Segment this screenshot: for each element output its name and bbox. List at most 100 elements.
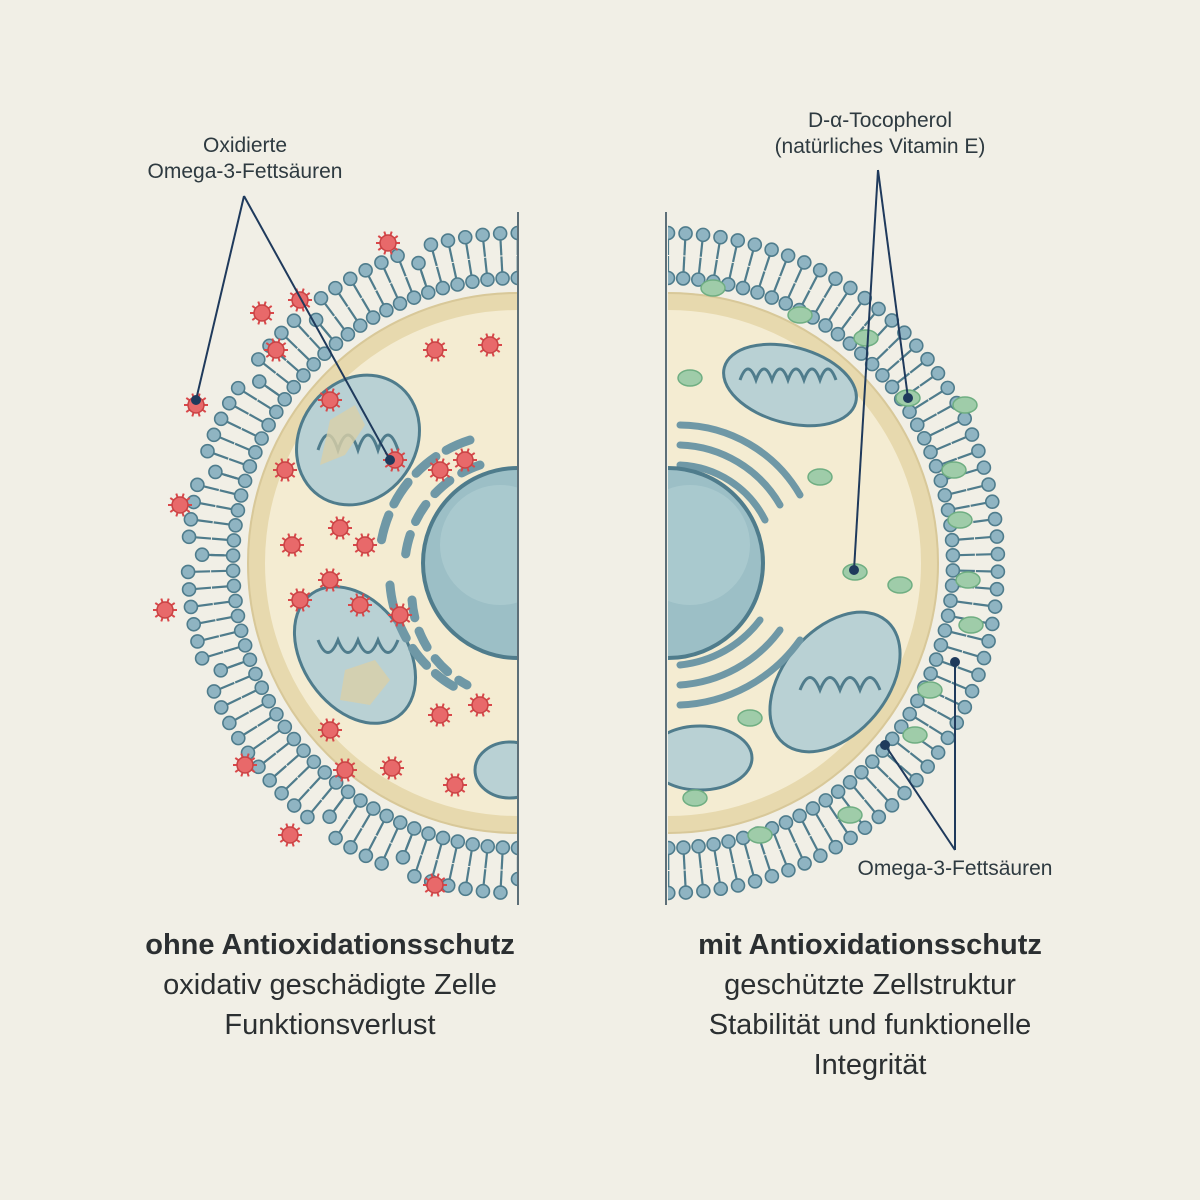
left-caption-line-2: Funktionsverlust [224, 1009, 436, 1041]
lipid-head [358, 262, 373, 278]
lipid-head [343, 840, 358, 855]
lipid-head [458, 881, 473, 897]
lipid-head [390, 248, 405, 264]
left-caption: ohne Antioxidationsschutz oxidativ gesch… [60, 925, 600, 1045]
lipid-head [933, 637, 949, 653]
lipid-head [976, 650, 992, 666]
lipid-head [933, 473, 949, 488]
lipid-head [945, 547, 961, 563]
vitamin-e-molecule-icon [677, 369, 703, 387]
lipid-head [780, 248, 796, 263]
lipid-head [908, 338, 924, 353]
lipid-head [420, 285, 436, 300]
vitamin-e-molecule-icon [947, 511, 973, 529]
lipid-head [251, 352, 266, 367]
lipid-head [495, 840, 511, 855]
lipid-head [269, 706, 284, 722]
right-caption-line-1: geschützte Zellstruktur [724, 969, 1016, 1001]
free-radicals [153, 231, 502, 897]
lipid-head [274, 325, 289, 341]
lipid-head [884, 798, 900, 813]
lipid-head [286, 379, 302, 395]
lipid-head [353, 793, 368, 808]
lipid-head [183, 512, 199, 527]
vitamin-e-molecule-icon [787, 306, 813, 324]
lipid-head [406, 290, 422, 305]
lipid-head [940, 502, 956, 518]
lipid-head [230, 380, 246, 396]
lipid-head [842, 774, 858, 790]
lipid-head [747, 237, 763, 252]
lipid-head [668, 885, 676, 901]
lipid-head [296, 368, 311, 383]
free-radical-icon [318, 568, 342, 592]
lipid-head [286, 798, 302, 813]
lipid-head [920, 351, 935, 367]
lipid-head [226, 578, 242, 594]
lipid-head [871, 809, 887, 825]
lipid-head [421, 826, 436, 841]
damaged-membrane [180, 225, 518, 900]
lipid-head [475, 883, 491, 899]
protected-mitochondrion-1 [722, 342, 858, 428]
lipid-head [747, 874, 763, 889]
lipid-head [678, 885, 694, 900]
right-caption-line-2: Stabilität und funktionelle [708, 1009, 1032, 1041]
lipid-head [286, 313, 302, 328]
lipid-head [957, 411, 973, 426]
lipid-head [894, 719, 909, 734]
vitamin-e-molecule-icon [737, 709, 763, 727]
lipid-head [225, 563, 241, 579]
lipid-head [342, 271, 358, 287]
lipid-head [186, 616, 202, 632]
free-radical-icon [388, 603, 412, 627]
lipid-head [313, 290, 329, 306]
lipid-head [274, 785, 289, 801]
left-callout-line-2: Omega-3-Fettsäuren [147, 160, 343, 183]
lipid-head [492, 226, 508, 241]
free-radical-icon [333, 758, 357, 782]
lipid-head [475, 227, 490, 243]
lipid-head [269, 404, 284, 420]
lipid-head [818, 318, 833, 333]
lipid-head [957, 699, 973, 715]
lipid-head [989, 529, 1005, 544]
lipid-head [237, 638, 253, 653]
lipid-head [230, 608, 246, 624]
lipid-head [990, 564, 1006, 579]
free-radical-icon [233, 753, 257, 777]
protected-membrane [668, 225, 1006, 901]
lipid-head [897, 785, 912, 801]
lipid-head [277, 392, 292, 407]
lipid-head [493, 885, 508, 900]
free-radical-icon [288, 288, 312, 312]
vitamin-e-molecule-icon [853, 329, 879, 347]
lipid-head [943, 593, 958, 608]
lipid-head [237, 473, 253, 489]
lipid-head [190, 477, 205, 493]
lipid-head [480, 839, 496, 854]
lipid-head [180, 564, 196, 580]
lipid-head [213, 663, 229, 678]
right-caption: mit Antioxidationsschutz geschützte Zell… [590, 925, 1150, 1085]
lipid-head [713, 229, 728, 245]
lipid-head [296, 743, 311, 759]
lipid-head [450, 277, 465, 292]
lipid-head [781, 862, 796, 878]
lipid-head [262, 773, 278, 788]
vitamin-e-molecule-icon [941, 461, 967, 479]
lipid-head [813, 848, 828, 864]
lipid-head [208, 464, 223, 480]
right-top-callout-line-2: (natürliches Vitamin E) [774, 135, 986, 158]
lipid-head [457, 229, 473, 245]
lipid-head [902, 706, 917, 722]
free-radical-icon [250, 301, 274, 325]
lipid-head [374, 856, 389, 871]
lipid-head [937, 623, 953, 638]
lipid-head [923, 666, 938, 681]
lipid-head [261, 693, 277, 709]
lipid-head [365, 310, 381, 325]
lipid-head [865, 754, 880, 769]
lipid-head [984, 494, 1000, 510]
lipid-head [395, 850, 411, 865]
